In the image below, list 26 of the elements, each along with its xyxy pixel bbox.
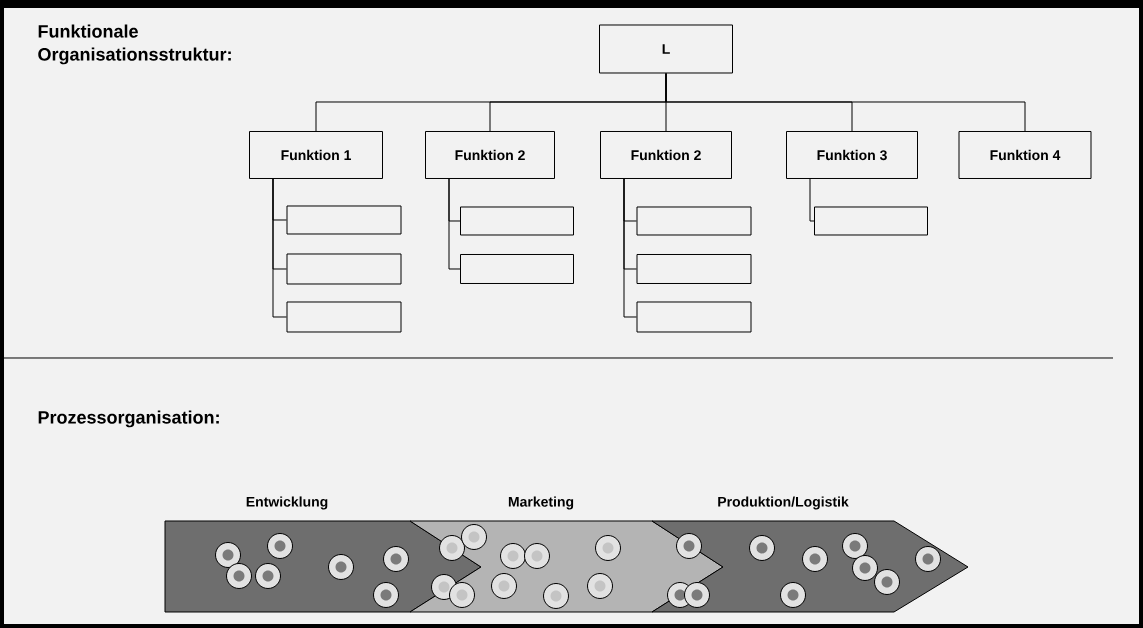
function-box: Funktion 4 (958, 131, 1092, 179)
node-label: Entwicklung (246, 496, 328, 510)
node-label: Marketing (508, 496, 574, 510)
sub-box (286, 253, 402, 285)
section-heading: Prozessorganisation: (38, 410, 219, 428)
sub-box (636, 254, 752, 284)
sub-box (286, 301, 402, 333)
function-box: Funktion 3 (786, 131, 918, 179)
connector-line (448, 178, 461, 270)
sub-box (460, 254, 574, 284)
section-heading: Funktionale Organisationsstruktur: (38, 24, 231, 65)
sub-box (286, 205, 402, 235)
connector-line (809, 178, 815, 222)
function-box: Funktion 2 (425, 131, 555, 179)
node-label: Produktion/Logistik (718, 496, 849, 510)
sub-box (636, 301, 752, 333)
sub-box (460, 206, 574, 236)
connector-line (665, 73, 1026, 132)
connector-line (623, 178, 637, 318)
leader-box: L (599, 24, 733, 74)
function-box: Funktion 1 (249, 131, 383, 179)
function-box: Funktion 2 (600, 131, 732, 179)
sub-box (814, 206, 928, 236)
connector-line (272, 178, 287, 318)
sub-box (636, 206, 752, 236)
process-stage: Produktion/Logistik (651, 496, 969, 613)
